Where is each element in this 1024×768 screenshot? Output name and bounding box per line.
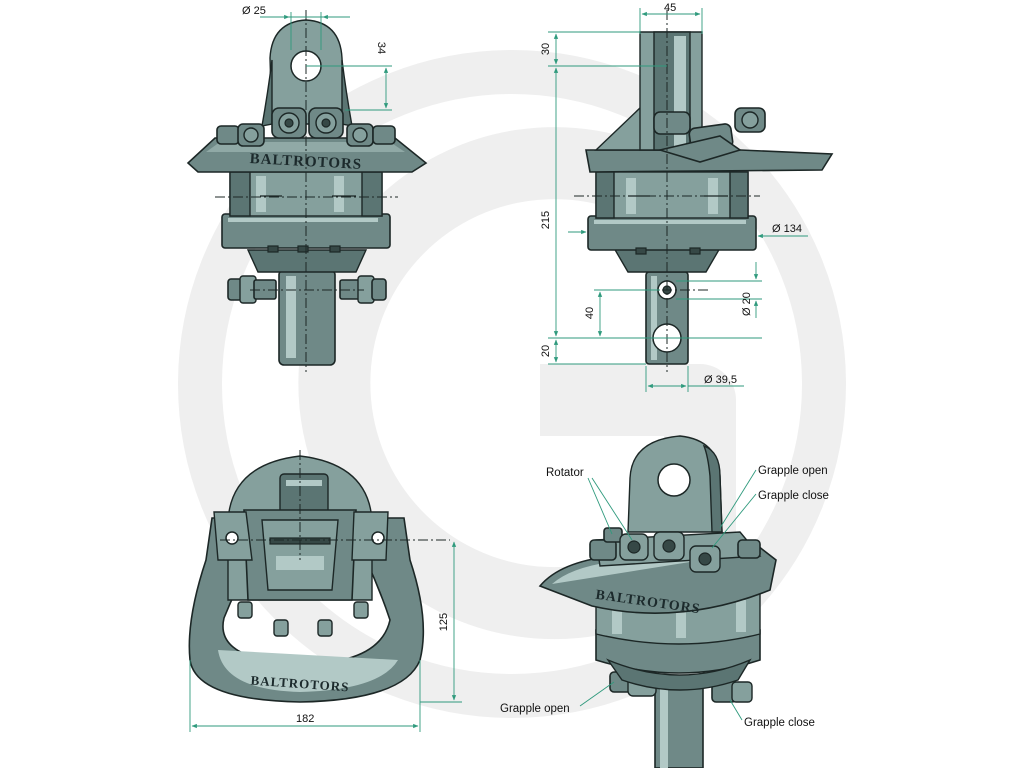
iso-view: BALTROTORS Rotator Grapple open [500,435,829,768]
svg-text:40: 40 [584,307,596,319]
svg-text:Grapple close: Grapple close [758,490,829,502]
svg-text:30: 30 [540,43,552,55]
dim-eye-height: 34 [306,42,392,111]
front-view: BALTROTORS Ø 25 [186,5,428,372]
side-fittings [653,107,766,163]
watermark-logo [178,50,846,718]
svg-text:Grapple open: Grapple open [758,465,828,477]
svg-text:45: 45 [664,2,676,14]
svg-text:Ø 25: Ø 25 [242,5,266,17]
dim-total-height: 215 [540,67,559,337]
svg-text:215: 215 [540,211,552,229]
svg-text:Rotator: Rotator [546,467,584,479]
callout-rotator: Rotator [546,467,633,541]
dim-hole-spacing: 40 [584,289,660,337]
svg-text:20: 20 [540,345,552,357]
side-fitting-right [339,275,387,304]
svg-text:Grapple close: Grapple close [744,717,815,729]
svg-text:125: 125 [438,613,450,631]
callout-grapple-open-top: Grapple open [719,465,828,529]
callout-grapple-close-bottom: Grapple close [729,699,815,729]
brand-text-top: BALTROTORS [250,673,350,695]
svg-text:Ø 134: Ø 134 [772,223,802,235]
dim-bottom-offset: 20 [540,337,762,365]
dim-top-width: 45 [639,2,703,34]
dim-top-width: 182 [189,660,421,732]
iso-top-fittings [589,527,761,573]
dim-eye-diameter: Ø 25 [242,5,350,50]
dim-pin-diameter: Ø 20 [676,262,762,318]
dim-top-offset: 30 [540,31,667,67]
top-fittings [216,107,396,147]
svg-text:34: 34 [375,42,387,54]
side-view: 45 30 215 Ø 134 Ø 20 40 [540,2,834,392]
svg-text:Grapple open: Grapple open [500,703,570,715]
svg-text:Ø 39,5: Ø 39,5 [704,374,737,386]
callout-grapple-open-bottom: Grapple open [500,681,615,715]
dim-flange-diameter: Ø 134 [568,223,808,239]
callout-grapple-close-top: Grapple close [711,490,829,549]
svg-text:182: 182 [296,713,314,725]
top-view: BALTROTORS 125 182 [188,450,462,732]
dim-shaft-diameter: Ø 39,5 [645,366,744,392]
dim-top-height: 125 [420,541,462,703]
svg-text:Ø 20: Ø 20 [741,292,753,316]
